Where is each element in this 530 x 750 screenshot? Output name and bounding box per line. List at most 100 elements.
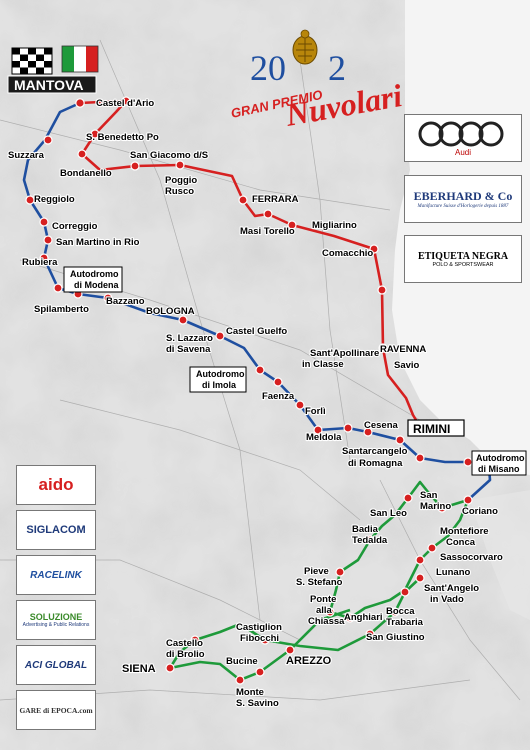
label-bocca-2: Trabaria [386,617,424,628]
checkpoint-bologna [178,315,188,325]
mantova-header: MANTOVA [7,45,99,94]
label-reggiolo: Reggiolo [34,194,75,205]
label-ponte-3: Chiassa [308,616,345,627]
label-badia-2: Tedalda [352,535,388,546]
svg-text:Autodromo: Autodromo [70,269,119,279]
checkpoint-anghiari [345,613,355,623]
checkpoint-bondanello [77,149,87,159]
label-apollinare-1: Sant'Apollinare [310,348,379,359]
checkpoint-bazzano [103,293,113,303]
checkpoint-imola [273,377,283,387]
label-arezzo: AREZZO [286,655,332,667]
label-lazzaro-2: di Savena [166,344,211,355]
soluzione-logo[interactable]: SOLUZIONE Advertising & Public Relations [16,600,96,640]
etiqueta-negra-logo[interactable]: ETIQUETA NEGRA POLO & SPORTSWEAR [404,235,522,283]
siglacom-logo[interactable]: SIGLACOM [16,510,96,550]
checkpoint-san-giustino [365,629,375,639]
label-monte-savino-2: S. Savino [236,698,279,709]
soluzione-label: SOLUZIONE [29,612,83,622]
eberhard-sub: Manifacture Suisse d'Horlogerie depuis 1… [417,204,509,209]
checkpoint-badia [365,535,375,545]
checkpoint-apollinare [295,400,305,410]
label-migliarino: Migliarino [312,220,357,231]
aido-logo[interactable]: aido [16,465,96,505]
label-castel-dario: Castel d'Ario [96,98,154,109]
checkpoint-masi [263,209,273,219]
checkpoint-coriano [463,495,473,505]
label-comacchio: Comacchio [322,248,373,259]
label-castiglion-1: Castiglion [236,622,282,633]
label-forli: Forlì [305,406,326,417]
label-ponte-2: alla [316,605,333,616]
label-castello-brolio-2: di Brolio [166,649,205,660]
checkpoint-san-giacomo [130,161,140,171]
checkpoint-meldola [363,427,373,437]
route-red [79,99,424,431]
checkpoint-san-martino [43,235,53,245]
svg-text:di Imola: di Imola [202,380,237,390]
gare-epoca-logo[interactable]: GARE di EPOCA.com [16,690,96,730]
label-ravenna: RAVENNA [380,344,426,355]
audi-label: Audi [454,147,471,157]
label-ferrara: FERRARA [252,194,299,205]
label-poggio-1: Poggio [165,175,197,186]
label-castel-guelfo: Castel Guelfo [226,326,287,337]
etiqueta-label: ETIQUETA NEGRA [417,250,509,262]
label-apollinare-2: in Classe [302,359,344,370]
svg-text:RIMINI: RIMINI [413,422,450,436]
checkpoint-siena [165,663,175,673]
checkpoint-faenza [313,425,323,435]
eberhard-label: EBERHARD & Co [413,189,513,203]
audi-logo[interactable]: Audi [404,114,522,162]
label-cesena: Cesena [364,420,399,431]
aci-global-logo[interactable]: ACI GLOBAL [16,645,96,685]
checkpoint-savio [378,343,388,353]
label-san-giacomo: San Giacomo d/S [130,150,208,161]
checkpoints [25,96,473,685]
label-castiglion-2: Fibocchi [240,633,279,644]
label-badia-1: Badia [352,524,379,535]
checkpoint-rubiera [39,253,49,263]
place-labels: Castel d'Ario S. Benedetto Po Suzzara Sa… [7,97,504,710]
checkpoint-migliarino [287,220,297,230]
checkpoint-san-marino [437,503,447,513]
aido-label: aido [38,475,74,494]
checkpoint-sassocorvaro [415,555,425,565]
label-spilamberto: Spilamberto [34,304,89,315]
year-left: 20 [250,48,286,88]
label-lazzaro-1: S. Lazzaro [166,333,213,344]
checkpoint-pieve [335,567,345,577]
svg-text:Autodromo: Autodromo [476,453,525,463]
label-santarcangelo-2: di Romagna [348,458,403,469]
label-bucine: Bucine [226,656,258,667]
svg-text:di Modena: di Modena [74,280,119,290]
tortoise-emblem-icon [292,29,318,65]
checkpoint-san-leo [403,493,413,503]
racelink-logo[interactable]: RACELINK [16,555,96,595]
label-bocca-1: Bocca [386,606,415,617]
soluzione-sub: Advertising & Public Relations [22,622,90,628]
etiqueta-sub: POLO & SPORTSWEAR [432,261,494,268]
label-bondanello: Bondanello [60,168,112,179]
checkpoint-lazzaro [255,365,265,375]
label-castello-brolio-1: Castello [166,638,203,649]
label-siena: SIENA [122,663,156,675]
label-rubiera: Rubiera [22,257,58,268]
checkpoint-forli [343,423,353,433]
siglacom-label: SIGLACOM [26,524,86,536]
label-meldola: Meldola [306,432,342,443]
checkpoint-santangelo [400,587,410,597]
label-pieve-1: Pieve [304,566,329,577]
checkpoint-misano [463,457,473,467]
checkpoint-bocca [390,607,400,617]
eberhard-logo[interactable]: EBERHARD & Co Manifacture Suisse d'Horlo… [404,175,522,223]
checkpoint-correggio [39,217,49,227]
checkpoint-ravenna [377,285,387,295]
racelink-label: RACELINK [30,569,82,581]
checkpoint-suzzara [43,135,53,145]
label-bologna: BOLOGNA [146,306,195,317]
label-suzzara: Suzzara [8,150,45,161]
checkpoint-arezzo [285,645,295,655]
label-san-giustino: San Giustino [366,632,425,643]
label-correggio: Correggio [52,221,98,232]
